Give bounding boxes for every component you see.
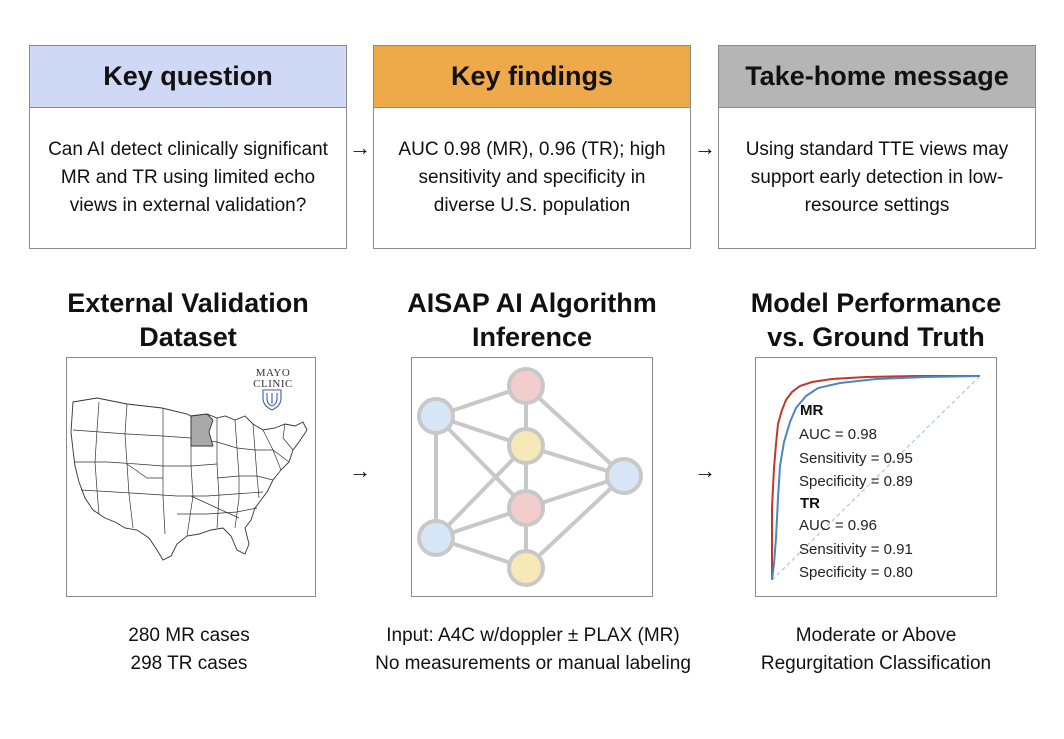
- mayo-logo-line2: CLINIC: [253, 378, 293, 390]
- node-yellow: [507, 549, 545, 587]
- key-findings-body: AUC 0.98 (MR), 0.96 (TR); high sensitivi…: [398, 139, 666, 216]
- node-blue: [605, 457, 643, 495]
- dataset-caption-line1: 280 MR cases: [128, 625, 250, 646]
- performance-title-line2: vs. Ground Truth: [767, 322, 985, 352]
- mayo-clinic-logo: MAYO CLINIC: [253, 368, 293, 390]
- us-map-panel: MAYO CLINIC: [66, 357, 316, 597]
- arrow-right-icon: →: [349, 135, 371, 160]
- arrow-right-icon: →: [694, 135, 716, 160]
- arrow-right-icon: →: [349, 458, 371, 483]
- performance-title: Model Performance vs. Ground Truth: [716, 286, 1036, 354]
- mr-sensitivity: Sensitivity = 0.95: [799, 450, 913, 467]
- dataset-title-line2: Dataset: [139, 322, 237, 352]
- algorithm-title-line1: AISAP AI Algorithm: [407, 288, 657, 318]
- key-findings-header: Key findings: [374, 46, 690, 108]
- performance-caption-line2: Regurgitation Classification: [760, 653, 992, 674]
- us-map-icon: [70, 389, 308, 561]
- tr-specificity: Specificity = 0.80: [799, 564, 913, 581]
- roc-curve-chart: [771, 375, 981, 581]
- key-findings-box: Key findings AUC 0.98 (MR), 0.96 (TR); h…: [373, 45, 691, 249]
- dataset-caption-line2: 298 TR cases: [130, 653, 248, 674]
- key-question-box: Key question Can AI detect clinically si…: [29, 45, 347, 249]
- network-panel: [411, 357, 653, 597]
- key-question-body: Can AI detect clinically significant MR …: [48, 139, 328, 216]
- tr-sensitivity: Sensitivity = 0.91: [799, 541, 913, 558]
- performance-title-line1: Model Performance: [750, 288, 1002, 318]
- highlight-state: [190, 413, 214, 447]
- dataset-caption: 280 MR cases 298 TR cases: [0, 622, 389, 678]
- arrow-right-icon: →: [694, 458, 716, 483]
- mayo-logo-line1: MAYO: [255, 367, 291, 379]
- node-blue: [417, 519, 455, 557]
- mr-label: MR: [800, 402, 824, 419]
- algorithm-title: AISAP AI Algorithm Inference: [372, 286, 692, 354]
- tr-label: TR: [800, 495, 820, 512]
- roc-curve-mr: [771, 375, 980, 580]
- mayo-shield-icon: [262, 389, 282, 411]
- algorithm-caption: Input: A4C w/doppler ± PLAX (MR) No meas…: [333, 622, 733, 678]
- dataset-title: External Validation Dataset: [28, 286, 348, 354]
- dataset-title-line1: External Validation: [67, 288, 309, 318]
- node-blue: [417, 397, 455, 435]
- take-home-box: Take-home message Using standard TTE vie…: [718, 45, 1036, 249]
- performance-caption: Moderate or Above Regurgitation Classifi…: [676, 622, 1064, 678]
- take-home-body: Using standard TTE views may support ear…: [745, 139, 1009, 216]
- roc-panel: MR AUC = 0.98 Sensitivity = 0.95 Specifi…: [755, 357, 997, 597]
- key-question-header: Key question: [30, 46, 346, 108]
- algorithm-title-line2: Inference: [471, 322, 593, 352]
- algorithm-caption-line1: Input: A4C w/doppler ± PLAX (MR): [386, 625, 680, 646]
- node-yellow: [507, 427, 545, 465]
- node-red: [507, 367, 545, 405]
- tr-auc: AUC = 0.96: [799, 517, 877, 534]
- algorithm-caption-line2: No measurements or manual labeling: [375, 653, 691, 674]
- node-red: [507, 489, 545, 527]
- take-home-header: Take-home message: [719, 46, 1035, 108]
- mr-auc: AUC = 0.98: [799, 426, 877, 443]
- roc-curve-tr: [771, 375, 981, 581]
- neural-network-icon: [417, 367, 643, 587]
- mr-specificity: Specificity = 0.89: [799, 473, 913, 490]
- performance-caption-line1: Moderate or Above: [795, 625, 957, 646]
